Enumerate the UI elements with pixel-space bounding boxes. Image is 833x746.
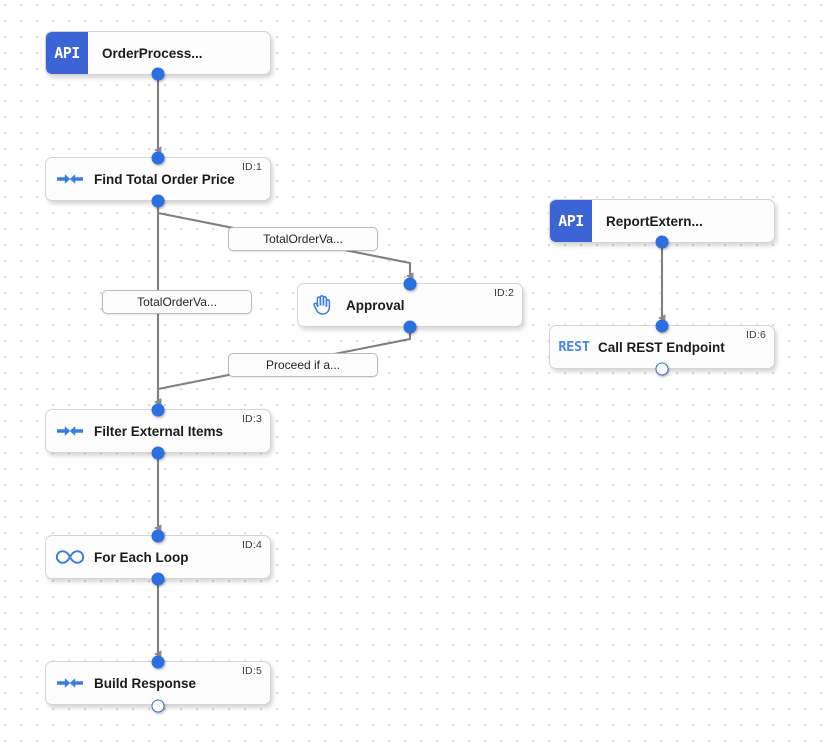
edge-label-text: TotalOrderVa...: [263, 232, 343, 246]
handle-filter-external-source[interactable]: [151, 446, 165, 460]
node-body: API ReportExtern...: [550, 200, 774, 242]
node-body: REST Call REST Endpoint: [550, 326, 774, 368]
node-id-tag: ID:3: [241, 413, 262, 425]
handle-for-each-loop-target[interactable]: [151, 529, 165, 543]
node-id-tag: ID:6: [745, 329, 766, 341]
handle-build-response-source[interactable]: [151, 699, 165, 713]
merge-arrows-icon: [46, 423, 94, 439]
handle-for-each-loop-source[interactable]: [151, 572, 165, 586]
handle-find-total-target[interactable]: [151, 151, 165, 165]
rest-badge-icon: REST: [550, 339, 598, 355]
edge-label-text: Proceed if a...: [265, 358, 341, 372]
edge-label-total-order-value-approval[interactable]: TotalOrderVa...: [228, 227, 378, 251]
node-title: For Each Loop: [94, 549, 189, 565]
node-call-rest-endpoint[interactable]: REST Call REST Endpoint ID:6: [549, 325, 775, 369]
raised-hand-icon: [298, 294, 346, 316]
api-badge-icon: API: [550, 200, 592, 242]
node-id-tag: ID:4: [241, 539, 262, 551]
node-body: Find Total Order Price: [46, 158, 270, 200]
api-badge-icon: API: [46, 32, 88, 74]
api-badge-label: API: [558, 212, 584, 230]
handle-approval-target[interactable]: [403, 277, 417, 291]
node-id-tag: ID:1: [241, 161, 262, 173]
handle-order-process-source[interactable]: [151, 67, 165, 81]
edge-label-total-order-value-filter[interactable]: TotalOrderVa...: [102, 290, 252, 314]
merge-arrows-icon: [46, 171, 94, 187]
node-title: Build Response: [94, 675, 197, 691]
node-body: Filter External Items: [46, 410, 270, 452]
node-body: API OrderProcess...: [46, 32, 270, 74]
node-body: Build Response: [46, 662, 270, 704]
node-id-tag: ID:2: [493, 287, 514, 299]
handle-build-response-target[interactable]: [151, 655, 165, 669]
handle-find-total-source[interactable]: [151, 194, 165, 208]
node-order-process[interactable]: API OrderProcess...: [45, 31, 271, 75]
node-title: OrderProcess...: [102, 45, 203, 61]
edge-label-text: TotalOrderVa...: [137, 295, 217, 309]
node-title: Approval: [346, 297, 405, 313]
node-title: Find Total Order Price: [94, 171, 235, 187]
edge-label-proceed-if-approved[interactable]: Proceed if a...: [228, 353, 378, 377]
node-id-tag: ID:5: [241, 665, 262, 677]
handle-filter-external-target[interactable]: [151, 403, 165, 417]
handle-call-rest-target[interactable]: [655, 319, 669, 333]
node-body: For Each Loop: [46, 536, 270, 578]
api-badge-label: API: [54, 44, 80, 62]
rest-badge-label: REST: [558, 339, 590, 355]
node-title: Filter External Items: [94, 423, 224, 439]
node-title: Call REST Endpoint: [598, 339, 725, 355]
handle-approval-source[interactable]: [403, 320, 417, 334]
node-title: ReportExtern...: [606, 213, 703, 229]
handle-call-rest-source[interactable]: [655, 362, 669, 376]
infinity-loop-icon: [46, 549, 94, 565]
handle-report-extern-source[interactable]: [655, 235, 669, 249]
merge-arrows-icon: [46, 675, 94, 691]
node-body: Approval: [298, 284, 522, 326]
